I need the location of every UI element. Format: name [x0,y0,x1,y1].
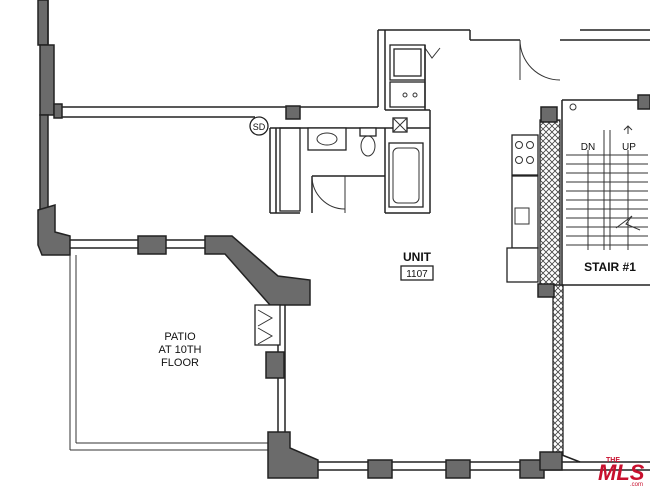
patio-walls [37,203,319,479]
svg-text:MLS: MLS [598,460,645,485]
patio-label-line1: PATIO [164,331,196,343]
bathroom [269,110,431,214]
svg-text:SD: SD [253,122,266,132]
mls-logo: THE MLS .com [598,457,645,488]
patio-label-line3: FLOOR [161,357,199,369]
patio-label-line2: AT 10TH [159,344,202,356]
interior-wall-top [62,29,650,120]
laundry-closet [385,44,441,111]
stair-label: STAIR #1 [584,260,636,274]
smoke-detector-icon: SD [249,116,269,136]
stair-down-label: DN [581,142,595,153]
unit-number: 1107 [406,269,428,280]
exterior-wall-bottom [318,451,650,479]
stairwell [561,94,650,286]
svg-text:THE: THE [606,457,620,464]
entry-door [519,39,561,81]
unit-number-box [400,265,434,281]
exterior-wall-left [37,0,63,211]
stair-wall-hatched [537,106,564,456]
unit-label: UNIT [403,250,432,264]
stair-up-label: UP [622,142,636,153]
kitchen-counter [506,134,539,283]
svg-text:.com: .com [630,482,643,488]
